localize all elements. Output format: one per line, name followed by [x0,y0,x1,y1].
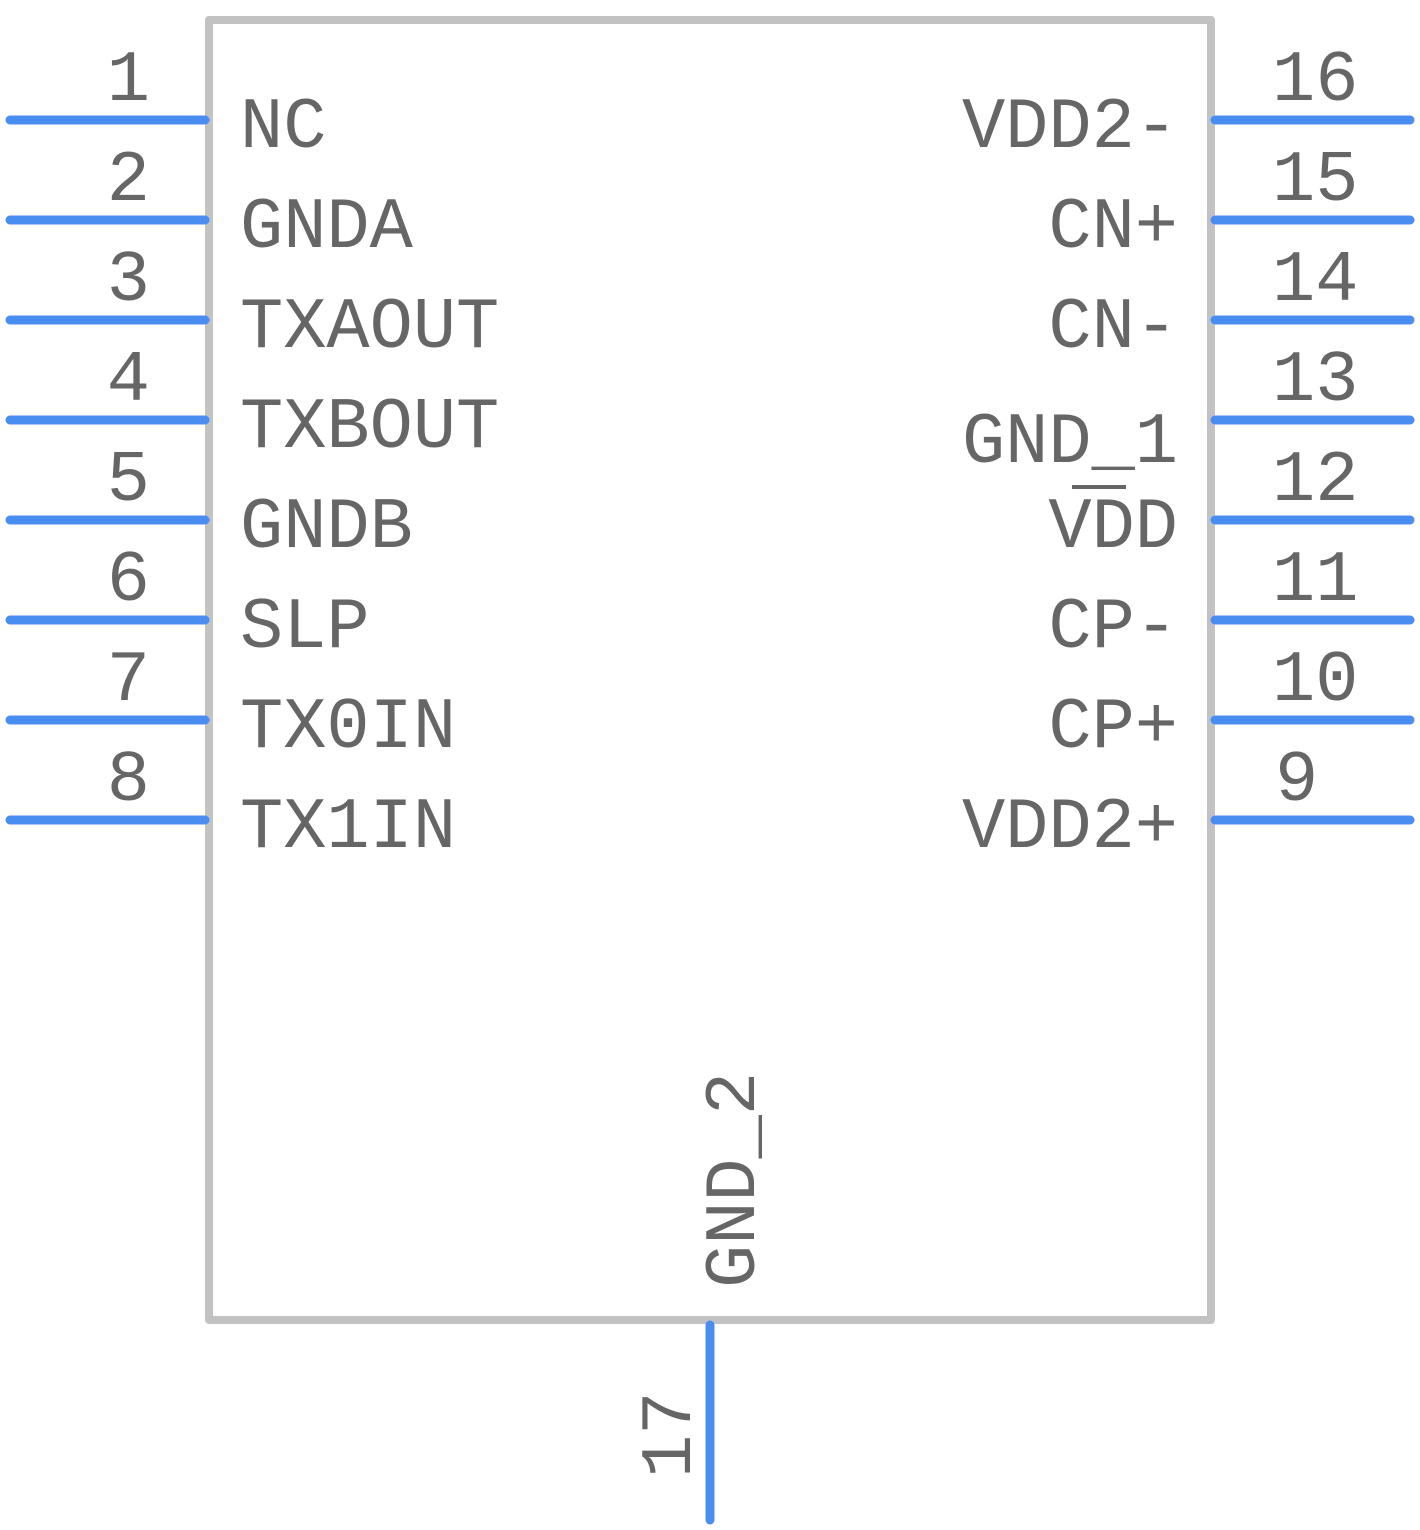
pin-6-number: 6 [107,540,150,622]
pin-4-number: 4 [107,340,150,422]
pin-3-number: 3 [107,240,150,322]
pin-14-number: 14 [1272,240,1358,322]
pin-7-number: 7 [107,640,150,722]
pin-9-label: VDD2+ [962,787,1178,869]
pin-3-label: TXAOUT [240,287,499,369]
pin-12-number: 12 [1272,440,1358,522]
pin-6-label: SLP [240,587,370,669]
pin-9-number: 9 [1275,740,1318,822]
pin-17-number: 17 [630,1392,712,1478]
pin-5-label: GNDB [240,487,413,569]
pin-10-number: 10 [1272,640,1358,722]
pin-13-label: GND_1 [962,402,1178,484]
pin-11-number: 11 [1272,540,1358,622]
pin-12-label: VDD [1048,487,1178,569]
pin-17-label: GND_2 [694,1072,776,1288]
pin-16-label: VDD2- [962,87,1178,169]
pin-7-label: TX0IN [240,687,456,769]
pin-2-number: 2 [107,140,150,222]
pin-10-label: CP+ [1048,687,1178,769]
pin-5-number: 5 [107,440,150,522]
right-pins: 16 VDD2- 15 CN+ 14 CN- 13 GND_1 12 VDD 1… [962,40,1415,869]
pin-13-number: 13 [1272,340,1358,422]
pin-15-number: 15 [1272,140,1358,222]
pin-14-label: CN- [1048,287,1178,369]
pin-15-label: CN+ [1048,187,1178,269]
pin-11-label: CP- [1048,587,1178,669]
left-pins: 1 NC 2 GNDA 3 TXAOUT 4 TXBOUT 5 GNDB 6 S… [5,40,499,869]
pin-2-label: GNDA [240,187,414,269]
pin-1-number: 1 [107,40,150,122]
pin-8-label: TX1IN [240,787,456,869]
pin-16-number: 16 [1272,40,1358,122]
pin-8-number: 8 [107,740,150,822]
pin-4-label: TXBOUT [240,387,499,469]
pin-1-label: NC [240,87,326,169]
bottom-pin: 17 GND_2 [630,1072,776,1525]
component-body [205,16,1215,1324]
